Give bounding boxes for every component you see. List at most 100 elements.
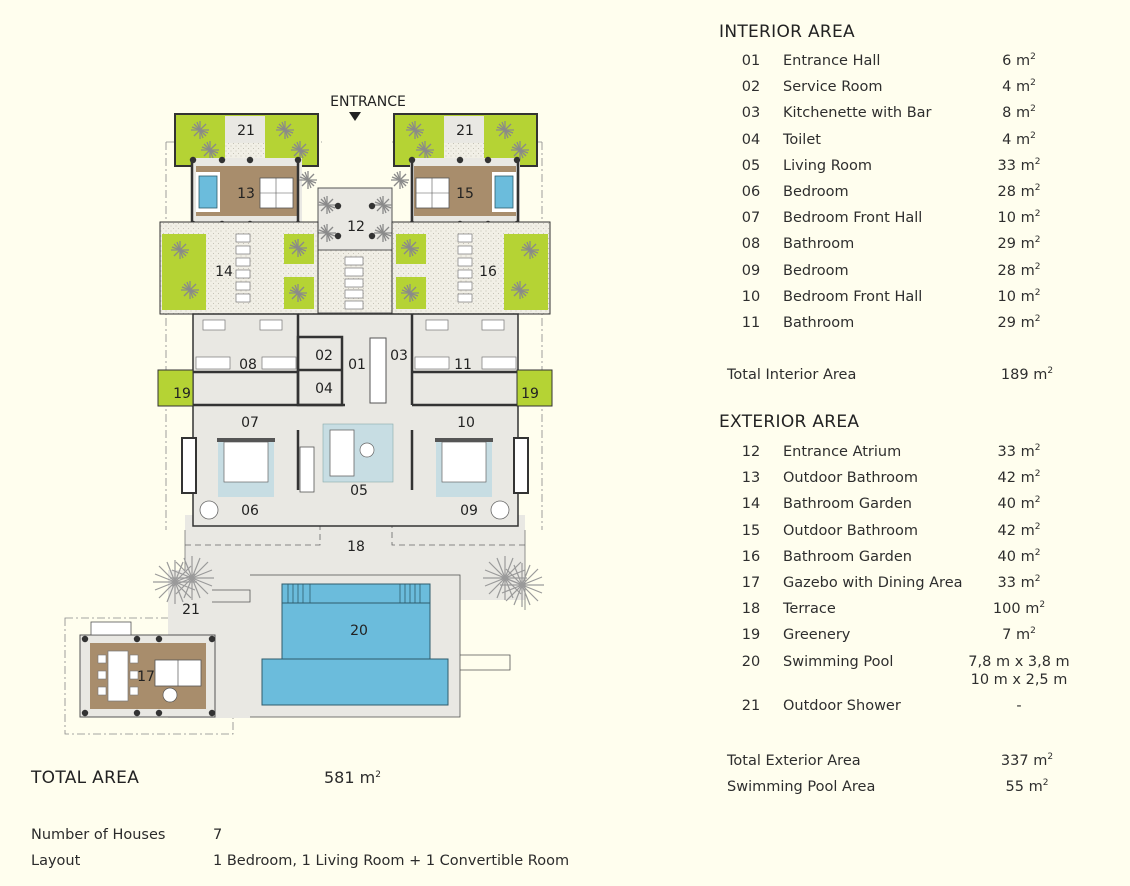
room-area: - [1016,697,1022,714]
area-table-row: 14 Bathroom Garden 40 m2 [719,496,1119,522]
room-label-10: 10 [457,415,475,431]
room-number: 14 [741,496,761,513]
room-name: Terrace [783,601,836,618]
room-number: 20 [741,653,761,670]
room-name: Bathroom Garden [783,548,912,565]
room-label-14: 14 [215,264,233,280]
room-name: Outdoor Shower [783,697,901,714]
room-number: 10 [741,288,761,305]
room-area: 7,8 m x 3,8 m [968,653,1070,670]
room-area: 10 m2 [997,287,1041,305]
room-number: 08 [741,236,761,253]
room-name: Bedroom [783,262,849,279]
room-area: 42 m2 [997,469,1041,487]
room-area: 28 m2 [997,183,1041,201]
room-name: Outdoor Bathroom [783,522,919,539]
area-table-row: 07 Bedroom Front Hall 10 m2 [719,210,1119,236]
room-label-09: 09 [460,503,478,519]
room-number: 17 [741,575,761,591]
room-name: Bathroom [783,236,855,253]
room-area: 40 m2 [997,495,1041,513]
exterior-total-label: Total Exterior Area [727,753,861,769]
room-name: Bedroom Front Hall [783,288,923,305]
total-area-value: 581 m2 [324,768,381,787]
room-label-21: 21 [182,602,200,618]
room-number: 16 [741,548,761,565]
room-name: Entrance Atrium [783,444,902,460]
room-number: 13 [741,470,761,487]
room-label-19: 19 [173,386,191,402]
room-name: Outdoor Bathroom [783,470,919,487]
room-label-15: 15 [456,186,474,202]
room-label-04: 04 [315,381,333,397]
room-area: 29 m2 [997,235,1041,253]
room-name: Greenery [783,627,851,644]
room-label-20: 20 [350,623,368,639]
room-name: Service Room [783,79,883,96]
room-label-08: 08 [239,357,257,373]
room-area-secondary: 10 m x 2,5 m [970,671,1068,688]
total-area-row: TOTAL AREA 581 m2 [31,768,451,792]
room-label-16: 16 [479,264,497,280]
room-area: 42 m2 [997,521,1041,539]
room-area: 4 m2 [1002,78,1036,96]
room-number: 09 [741,262,761,279]
exterior-total-row: Total Exterior Area 337 m2 [727,752,1127,770]
room-label-05: 05 [350,483,368,499]
room-area: 8 m2 [1002,104,1036,122]
room-number: 12 [741,444,761,460]
room-label-19: 19 [521,386,539,402]
room-name: Bedroom Front Hall [783,210,923,227]
room-name: Bathroom Garden [783,496,912,513]
area-table-row: 10 Bedroom Front Hall 10 m2 [719,287,1119,315]
room-number: 01 [741,53,761,69]
interior-total-label: Total Interior Area [727,367,857,383]
pool-area-row: Swimming Pool Area 55 m2 [727,779,1127,796]
room-number: 07 [741,210,761,227]
exterior-area-title: EXTERIOR AREA [719,412,860,432]
interior-area-title: INTERIOR AREA [719,22,855,42]
room-label-21: 21 [237,123,255,139]
room-label-07: 07 [241,415,259,431]
room-area: 4 m2 [1002,130,1036,148]
room-name: Living Room [783,157,873,174]
room-number: 19 [741,627,761,644]
interior-total-value: 189 m2 [1000,366,1054,384]
room-number: 05 [741,157,761,174]
entrance-label: ENTRANCE [330,94,406,110]
room-number: 18 [741,601,761,618]
room-name: Toilet [783,131,821,148]
exterior-total-value: 337 m2 [1000,752,1054,770]
room-label-06: 06 [241,503,259,519]
area-table-row: 08 Bathroom 29 m2 [719,236,1119,262]
room-number: 06 [741,184,761,200]
room-area: 6 m2 [1002,52,1036,70]
room-area: 29 m2 [997,314,1041,332]
total-area-label: TOTAL AREA [31,768,140,788]
room-label-21: 21 [456,123,474,139]
houses-value: 7 [213,827,223,843]
room-label-02: 02 [315,348,333,364]
room-label-11: 11 [454,357,472,373]
room-area: 10 m2 [997,209,1041,227]
room-label-01: 01 [348,357,366,373]
room-area: 33 m2 [997,574,1041,592]
room-name: Bedroom [783,184,849,200]
layout-value: 1 Bedroom, 1 Living Room + 1 Convertible… [213,853,570,869]
layout-label: Layout [31,853,81,869]
floor-plan: ENTRANCE 21 21 13 15 12 14 16 02 01 03 0… [64,94,553,735]
